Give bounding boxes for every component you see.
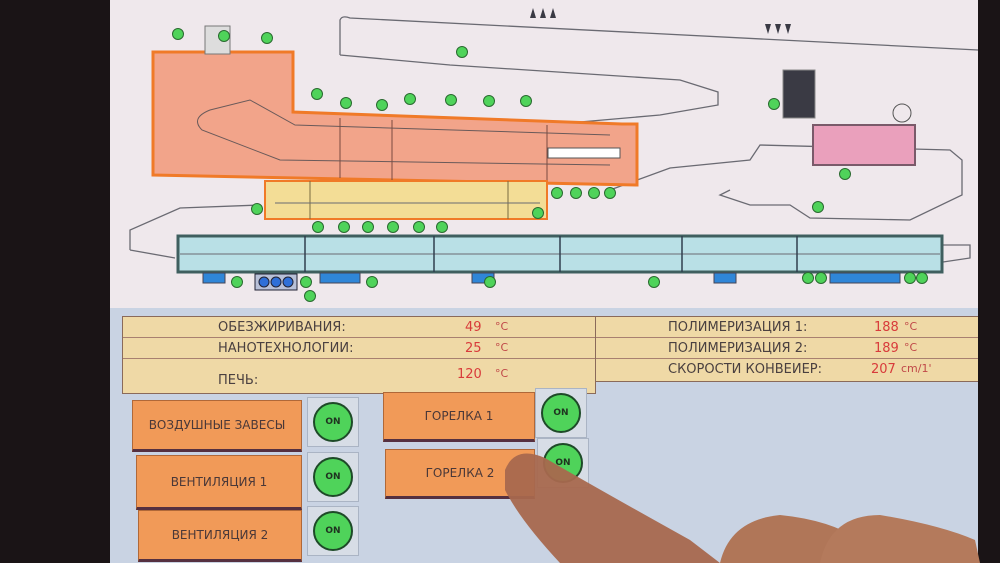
status-indicator-dot: [916, 272, 928, 284]
status-indicator-dot: [456, 46, 468, 58]
readout-unit: °C: [495, 341, 509, 354]
ventilation-1-button[interactable]: ВЕНТИЛЯЦИЯ 1: [136, 455, 302, 510]
status-indicator-dot: [520, 95, 532, 107]
burner-1-status-box: ON: [535, 388, 587, 438]
readout-row: ПОЛИМЕРИЗАЦИЯ 2: 189 °C: [596, 338, 978, 359]
readout-value: 189: [874, 341, 899, 356]
readout-label: ПЕЧЬ:: [218, 373, 259, 388]
status-indicator-dot: [340, 97, 352, 109]
status-indicator-dot: [812, 201, 824, 213]
readout-row: ПЕЧЬ: 120 °C: [123, 359, 595, 391]
ventilation-1-on-indicator[interactable]: ON: [313, 457, 353, 497]
fan-icon: [892, 103, 912, 123]
status-indicator-dot: [300, 276, 312, 288]
status-indicator-dot: [768, 98, 780, 110]
readout-value: 188: [874, 320, 899, 335]
status-indicator-dot: [218, 30, 230, 42]
nozzle-icons: [530, 8, 791, 34]
status-indicator-dot: [815, 272, 827, 284]
status-indicator-dot: [588, 187, 600, 199]
status-indicator-dot: [483, 95, 495, 107]
status-indicator-dot: [251, 203, 263, 215]
readout-label: ПОЛИМЕРИЗАЦИЯ 2:: [668, 341, 808, 356]
status-indicator-dot: [648, 276, 660, 288]
status-indicator-dot: [172, 28, 184, 40]
status-indicator-dot: [802, 272, 814, 284]
air-curtains-button[interactable]: ВОЗДУШНЫЕ ЗАВЕСЫ: [132, 400, 302, 452]
readout-label: СКОРОСТИ КОНВЕИЕР:: [668, 362, 823, 377]
readout-unit: °C: [904, 320, 918, 333]
readout-label: НАНОТЕХНОЛОГИИ:: [218, 341, 354, 356]
burner-2-button[interactable]: ГОРЕЛКА 2: [385, 449, 535, 499]
readouts-right-table: ПОЛИМЕРИЗАЦИЯ 1: 188 °C ПОЛИМЕРИЗАЦИЯ 2: 18…: [595, 316, 978, 382]
readout-unit: cm/1': [901, 362, 932, 375]
pump-group: [254, 273, 298, 291]
readout-label: ПОЛИМЕРИЗАЦИЯ 1:: [668, 320, 808, 335]
readout-value: 120: [457, 367, 482, 382]
readouts-left-table: ОБЕЗЖИРИВАНИЯ: 49 °C НАНОТЕХНОЛОГИИ: 25 °C П…: [122, 316, 596, 394]
readout-value: 25: [465, 341, 482, 356]
readout-unit: °C: [904, 341, 918, 354]
status-indicator-dot: [413, 221, 425, 233]
status-indicator-dot: [839, 168, 851, 180]
burner-1-on-indicator[interactable]: ON: [541, 393, 581, 433]
ventilation-2-button[interactable]: ВЕНТИЛЯЦИЯ 2: [138, 510, 302, 562]
burner-2-status-box: ON: [537, 438, 589, 488]
readout-row: ПОЛИМЕРИЗАЦИЯ 1: 188 °C: [596, 317, 978, 338]
status-indicator-dot: [445, 94, 457, 106]
readout-value: 49: [465, 320, 482, 335]
status-indicator-dot: [312, 221, 324, 233]
readout-unit: °C: [495, 367, 509, 380]
air-curtains-status-box: ON: [307, 397, 359, 447]
readout-value: 207: [871, 362, 896, 377]
status-indicator-dot: [604, 187, 616, 199]
control-panel: ОБЕЗЖИРИВАНИЯ: 49 °C НАНОТЕХНОЛОГИИ: 25 °C П…: [110, 308, 978, 563]
readout-row: СКОРОСТИ КОНВЕИЕР: 207 cm/1': [596, 359, 978, 379]
furnace-oven: [151, 50, 639, 187]
status-indicator-dot: [304, 290, 316, 302]
dryer-section: [264, 180, 548, 220]
dark-unit: [782, 69, 816, 119]
status-indicator-dot: [338, 221, 350, 233]
status-indicator-dot: [387, 221, 399, 233]
ventilation-1-status-box: ON: [307, 452, 359, 502]
tunnel-dividers: [304, 236, 798, 272]
furnace-conveyor-loop: [197, 99, 611, 166]
status-indicator-dot: [484, 276, 496, 288]
readout-row: НАНОТЕХНОЛОГИИ: 25 °C: [123, 338, 595, 359]
status-indicator-dot: [570, 187, 582, 199]
burner-1-button[interactable]: ГОРЕЛКА 1: [383, 392, 535, 442]
status-indicator-dot: [261, 32, 273, 44]
hmi-screen: ОБЕЗЖИРИВАНИЯ: 49 °C НАНОТЕХНОЛОГИИ: 25 °C П…: [110, 0, 978, 563]
status-indicator-dot: [366, 276, 378, 288]
ventilation-2-on-indicator[interactable]: ON: [313, 511, 353, 551]
status-indicator-dot: [532, 207, 544, 219]
readout-unit: °C: [495, 320, 509, 333]
ventilation-2-status-box: ON: [307, 506, 359, 556]
status-indicator-dot: [231, 276, 243, 288]
status-indicator-dot: [362, 221, 374, 233]
drain-tanks: [202, 272, 901, 284]
air-curtains-on-indicator[interactable]: ON: [313, 402, 353, 442]
readout-label: ОБЕЗЖИРИВАНИЯ:: [218, 320, 346, 335]
burner-2-on-indicator[interactable]: ON: [543, 443, 583, 483]
status-indicator-dot: [311, 88, 323, 100]
paint-line-diagram: [129, 8, 978, 302]
furnace-burner-assembly: [547, 147, 621, 159]
status-indicators: [172, 28, 928, 302]
status-indicator-dot: [904, 272, 916, 284]
status-indicator-dot: [551, 187, 563, 199]
status-indicator-dot: [404, 93, 416, 105]
conveyor-path: [129, 16, 978, 263]
status-indicator-dot: [436, 221, 448, 233]
readout-row: ОБЕЗЖИРИВАНИЯ: 49 °C: [123, 317, 595, 338]
status-indicator-dot: [376, 99, 388, 111]
curing-box: [812, 124, 916, 166]
